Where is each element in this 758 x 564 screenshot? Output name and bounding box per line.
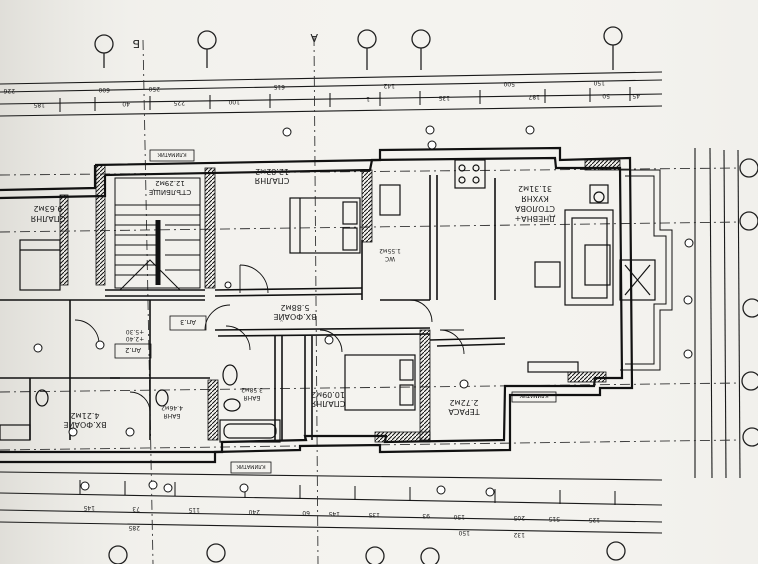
dimension-lines-top [0, 71, 741, 534]
room-foyer2-area: 4.21м2 [71, 411, 100, 420]
dim-top-14: 50 [602, 92, 610, 99]
dim-top-15: 45 [632, 92, 640, 99]
room-foyer2-name: ВХ.ФОАЙЕ [63, 420, 106, 431]
dim-top-12: 135 [438, 94, 450, 101]
room-bath1-name: БАНЯ [244, 394, 261, 401]
level-label-2: +5.30 [126, 328, 145, 335]
room-living-name: ДНЕВНА+ [515, 214, 556, 223]
dim-top-9: 225 [173, 99, 185, 106]
dim-top-2: 250 [148, 85, 160, 92]
level-label-1: +2.40 [126, 335, 145, 342]
room-bedroom3-name: СПАЛНЯ [31, 214, 66, 223]
dim-bottom-1: 73 [132, 505, 140, 512]
dim-top-7: 185 [33, 101, 45, 108]
dim-bottom-3: 240 [248, 508, 260, 515]
dim-top-4: 142 [383, 82, 395, 89]
room-bedroom1-name: СПАЛНЯ [255, 176, 290, 185]
dim-bottom-12: 285 [128, 524, 140, 531]
aircon-labels: КЛИМАТИК КЛИМАТИК КЛИМАТИК [149, 149, 557, 474]
dim-top-8: 40 [122, 100, 130, 107]
room-stair-area: 12.29м2 [155, 179, 185, 187]
furniture [0, 159, 656, 443]
dim-bottom-8: 150 [453, 513, 465, 520]
stove [454, 159, 486, 189]
dim-top-0: 226 [3, 87, 15, 94]
armchair [534, 261, 561, 288]
room-bedroom3-area: 9.63м2 [34, 204, 63, 213]
klimatik-label-3: КЛИМАТИК [519, 392, 549, 398]
klimatik-label-2: КЛИМАТИК [236, 463, 266, 469]
bed-1 [289, 197, 361, 254]
dim-bottom-11: 125 [588, 516, 600, 523]
dim-bottom-9: 205 [513, 514, 525, 521]
fridge [379, 184, 401, 216]
room-living-area: 31.31м2 [518, 184, 552, 193]
interior-walls [0, 175, 506, 440]
room-living-name3: КУХНЯ [521, 194, 549, 203]
dim-bottom-5: 145 [328, 510, 340, 517]
dim-top-1: 600 [98, 86, 110, 93]
apartment-3-label: Ап.3 [180, 318, 196, 326]
room-wc-name: WC [385, 255, 395, 262]
hatched-wall-segments [59, 159, 621, 443]
room-living-name2: СТОЛОВА [514, 204, 555, 213]
axis-label-b: Б [132, 37, 140, 50]
door-swings [74, 264, 465, 413]
dim-bottom-13: 150 [458, 529, 470, 536]
room-bedroom2-name: СПАЛНЯ [311, 399, 346, 408]
room-bedroom1-area: 12.82м2 [255, 167, 289, 176]
room-terrace-area: 2.72м2 [450, 398, 479, 407]
bathtub [219, 419, 281, 443]
room-bath1-area: 3.58м2 [241, 386, 263, 393]
klimatik-label-1: КЛИМАТИК [157, 151, 187, 157]
room-foyer-area: 5.88м2 [281, 303, 310, 312]
dimension-numbers-bottom: 145 73 115 240 60 145 135 93 150 205 515… [83, 504, 600, 538]
dim-top-13: 187 [528, 93, 540, 100]
dim-top-6: 150 [593, 79, 605, 86]
dim-bottom-6: 135 [368, 511, 380, 518]
room-bath2-area: 4.46м2 [161, 404, 183, 411]
exterior-walls [0, 146, 634, 464]
dim-top-5: 500 [503, 80, 515, 87]
room-terrace-name: ТЕРАСА [448, 407, 481, 416]
room-bath2-name: БАНЯ [164, 412, 181, 419]
room-bedroom2-area: 10.09м2 [311, 390, 345, 399]
terrace-frame [620, 169, 673, 371]
dim-top-3: 615 [273, 83, 285, 90]
axis-markers-top [94, 26, 758, 564]
staircase [114, 177, 201, 291]
room-wc-area: 1.55м2 [379, 247, 401, 254]
room-foyer-name: ВХ.ФОАЙЕ [273, 312, 316, 323]
small-circle-markers [33, 125, 694, 497]
dim-top-11: 1 [366, 95, 370, 102]
dim-bottom-2: 115 [188, 506, 200, 513]
dim-bottom-4: 60 [302, 509, 310, 516]
dim-bottom-10: 515 [548, 515, 560, 522]
dimension-numbers-top: 226 600 250 615 142 500 150 185 40 225 1… [3, 79, 640, 108]
dim-bottom-7: 93 [422, 512, 430, 519]
bed-2 [344, 354, 416, 411]
apartment-2-label: Ап.2 [125, 346, 141, 354]
dim-bottom-14: 132 [513, 531, 525, 538]
room-stair-name: СТЪЛБИЩЕ [149, 188, 191, 196]
dim-bottom-0: 145 [83, 504, 95, 511]
coffee-table [584, 244, 611, 286]
sofa [564, 209, 614, 306]
dim-top-10: 100 [228, 98, 240, 105]
apartment-labels: Ап.3 Ап.2 +2.40 +5.30 [114, 315, 207, 359]
room-labels: СПАЛНЯ 12.82м2 СПАЛНЯ 10.09м2 СПАЛНЯ 9.6… [31, 167, 556, 431]
dimension-ticks [59, 87, 631, 505]
